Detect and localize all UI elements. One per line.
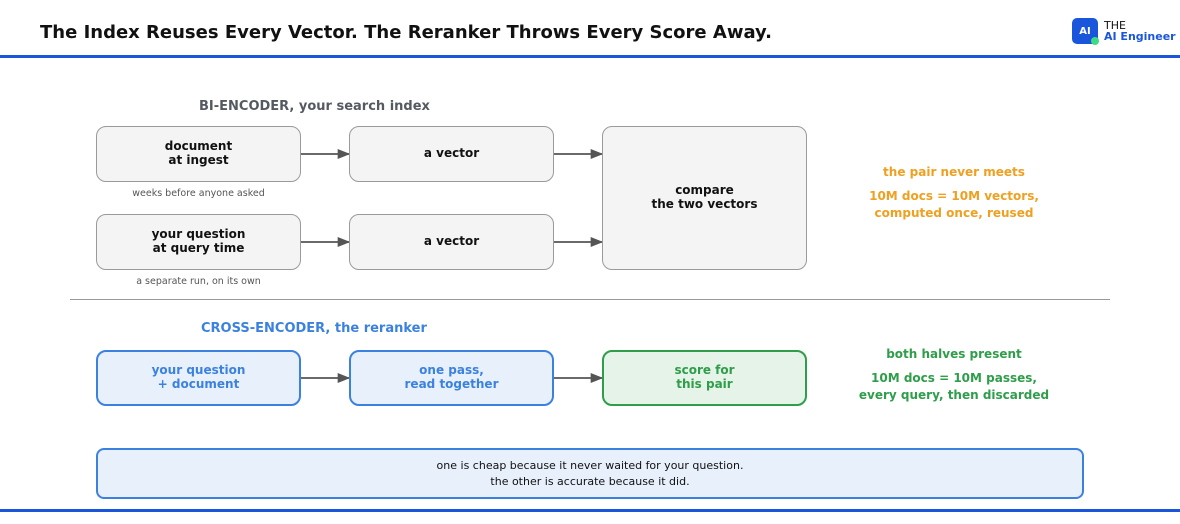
one-pass-label: one pass, read together xyxy=(404,363,499,391)
document-caption: weeks before anyone asked xyxy=(132,188,265,199)
compare-vectors-label: compare the two vectors xyxy=(651,183,758,211)
bi-note-body: 10M docs = 10M vectors, computed once, r… xyxy=(869,189,1039,220)
brand-dot-icon xyxy=(1091,37,1099,45)
vector-box-bottom: a vector xyxy=(349,214,554,270)
summary-line-1: one is cheap because it never waited for… xyxy=(436,458,744,472)
document-at-ingest-box: document at ingest xyxy=(96,126,301,182)
header-rule xyxy=(0,55,1180,58)
one-pass-box: one pass, read together xyxy=(349,350,554,406)
question-at-query-box: your question at query time xyxy=(96,214,301,270)
cross-note-body: 10M docs = 10M passes, every query, then… xyxy=(858,371,1050,402)
cross-encoder-heading: CROSS-ENCODER, the reranker xyxy=(201,321,427,336)
page-title: The Index Reuses Every Vector. The Reran… xyxy=(40,22,772,43)
vector-label-top: a vector xyxy=(423,146,480,161)
summary-line-2: the other is accurate because it did. xyxy=(490,474,690,488)
vector-box-top: a vector xyxy=(349,126,554,182)
summary-box: one is cheap because it never waited for… xyxy=(96,448,1084,499)
question-plus-document-box: your question + document xyxy=(96,350,301,406)
document-at-ingest-label: document at ingest xyxy=(164,139,233,167)
compare-vectors-box: compare the two vectors xyxy=(602,126,807,270)
section-divider xyxy=(70,299,1110,300)
footer-rule xyxy=(0,509,1180,512)
question-plus-document-label: your question + document xyxy=(151,363,246,391)
vector-label-bottom: a vector xyxy=(423,234,480,249)
bi-note-title: the pair never meets xyxy=(883,165,1025,179)
brand-the-label: THE xyxy=(1104,19,1126,32)
brand-name-label: AI Engineer xyxy=(1104,30,1176,43)
question-at-query-label: your question at query time xyxy=(151,227,246,255)
cross-note-title: both halves present xyxy=(886,347,1022,361)
score-pair-box: score for this pair xyxy=(602,350,807,406)
bi-encoder-heading: BI-ENCODER, your search index xyxy=(199,99,430,114)
question-caption: a separate run, on its own xyxy=(136,276,261,287)
score-pair-label: score for this pair xyxy=(674,363,735,391)
